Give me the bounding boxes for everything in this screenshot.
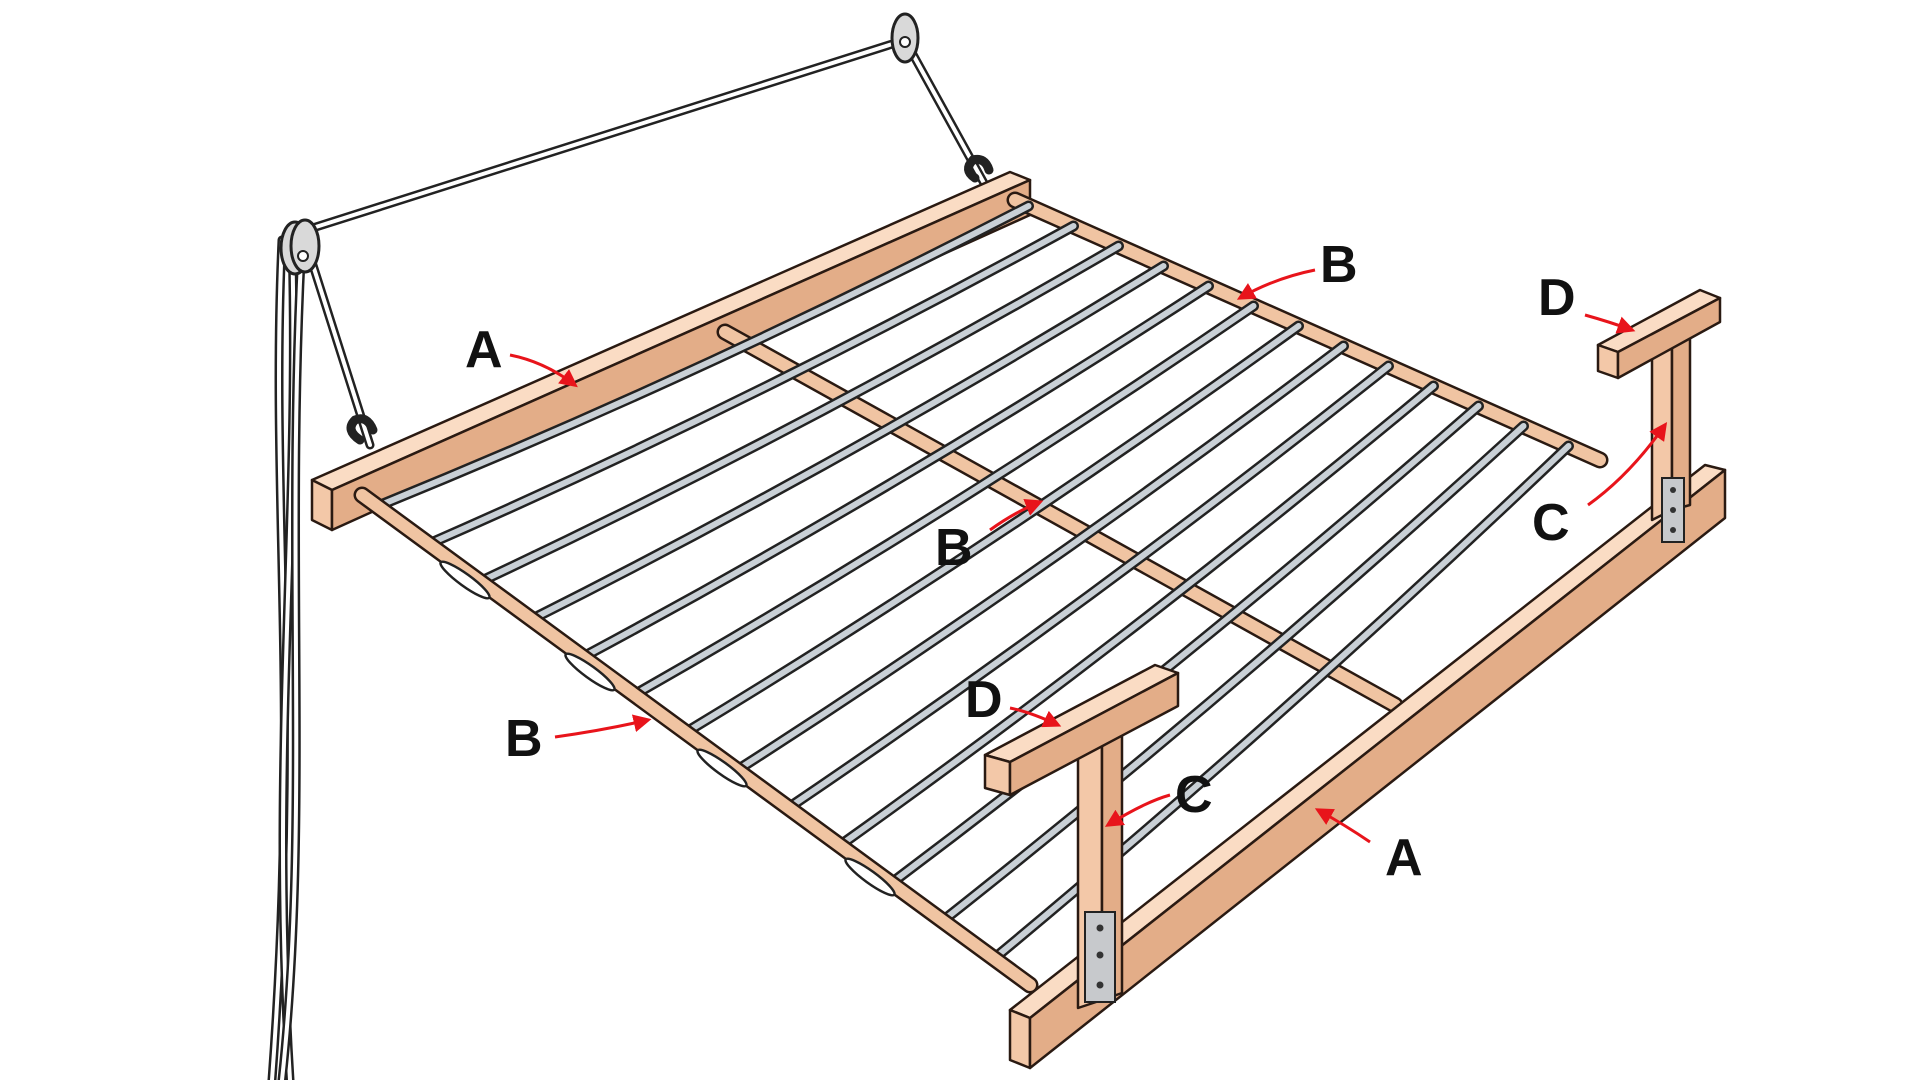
metal-rod [425, 223, 1077, 547]
callout-arrows [509, 268, 1668, 844]
metal-rod [631, 303, 1257, 698]
label-a-top: A [465, 321, 503, 379]
metal-rod [991, 443, 1572, 962]
metal-rod [734, 343, 1347, 774]
callout-labels: A B B B A C C D D [465, 236, 1576, 887]
right-side-dowel [1006, 191, 1609, 469]
label-b-right-rail: B [1320, 236, 1358, 294]
label-c-front-upright: C [1175, 766, 1213, 824]
label-d-front-block: D [965, 671, 1003, 729]
metal-rod [939, 423, 1527, 924]
label-b-left-rail: B [505, 710, 543, 768]
pulley-icon [279, 12, 920, 276]
label-d-back-block: D [1538, 269, 1576, 327]
metal-rod [374, 203, 1032, 510]
front-support [983, 663, 1180, 1010]
metal-rod [528, 263, 1167, 623]
hinge-icon [1084, 911, 1116, 1003]
hinge-icon [1661, 477, 1685, 543]
rod-slots [439, 560, 896, 897]
metal-rod [477, 243, 1122, 585]
label-b-center-dowel: B [935, 519, 973, 577]
metal-rod [682, 323, 1302, 736]
metal-rod [836, 383, 1437, 849]
label-a-bottom: A [1385, 829, 1423, 887]
metal-rods [371, 200, 1574, 965]
metal-rod [888, 403, 1482, 887]
label-c-back-upright: C [1532, 494, 1570, 552]
metal-rod [579, 283, 1212, 661]
rope-system [267, 35, 994, 1080]
metal-rod [785, 363, 1392, 811]
left-side-dowel [353, 486, 1039, 994]
front-rail-a [1008, 463, 1727, 1070]
back-support [1596, 288, 1722, 543]
